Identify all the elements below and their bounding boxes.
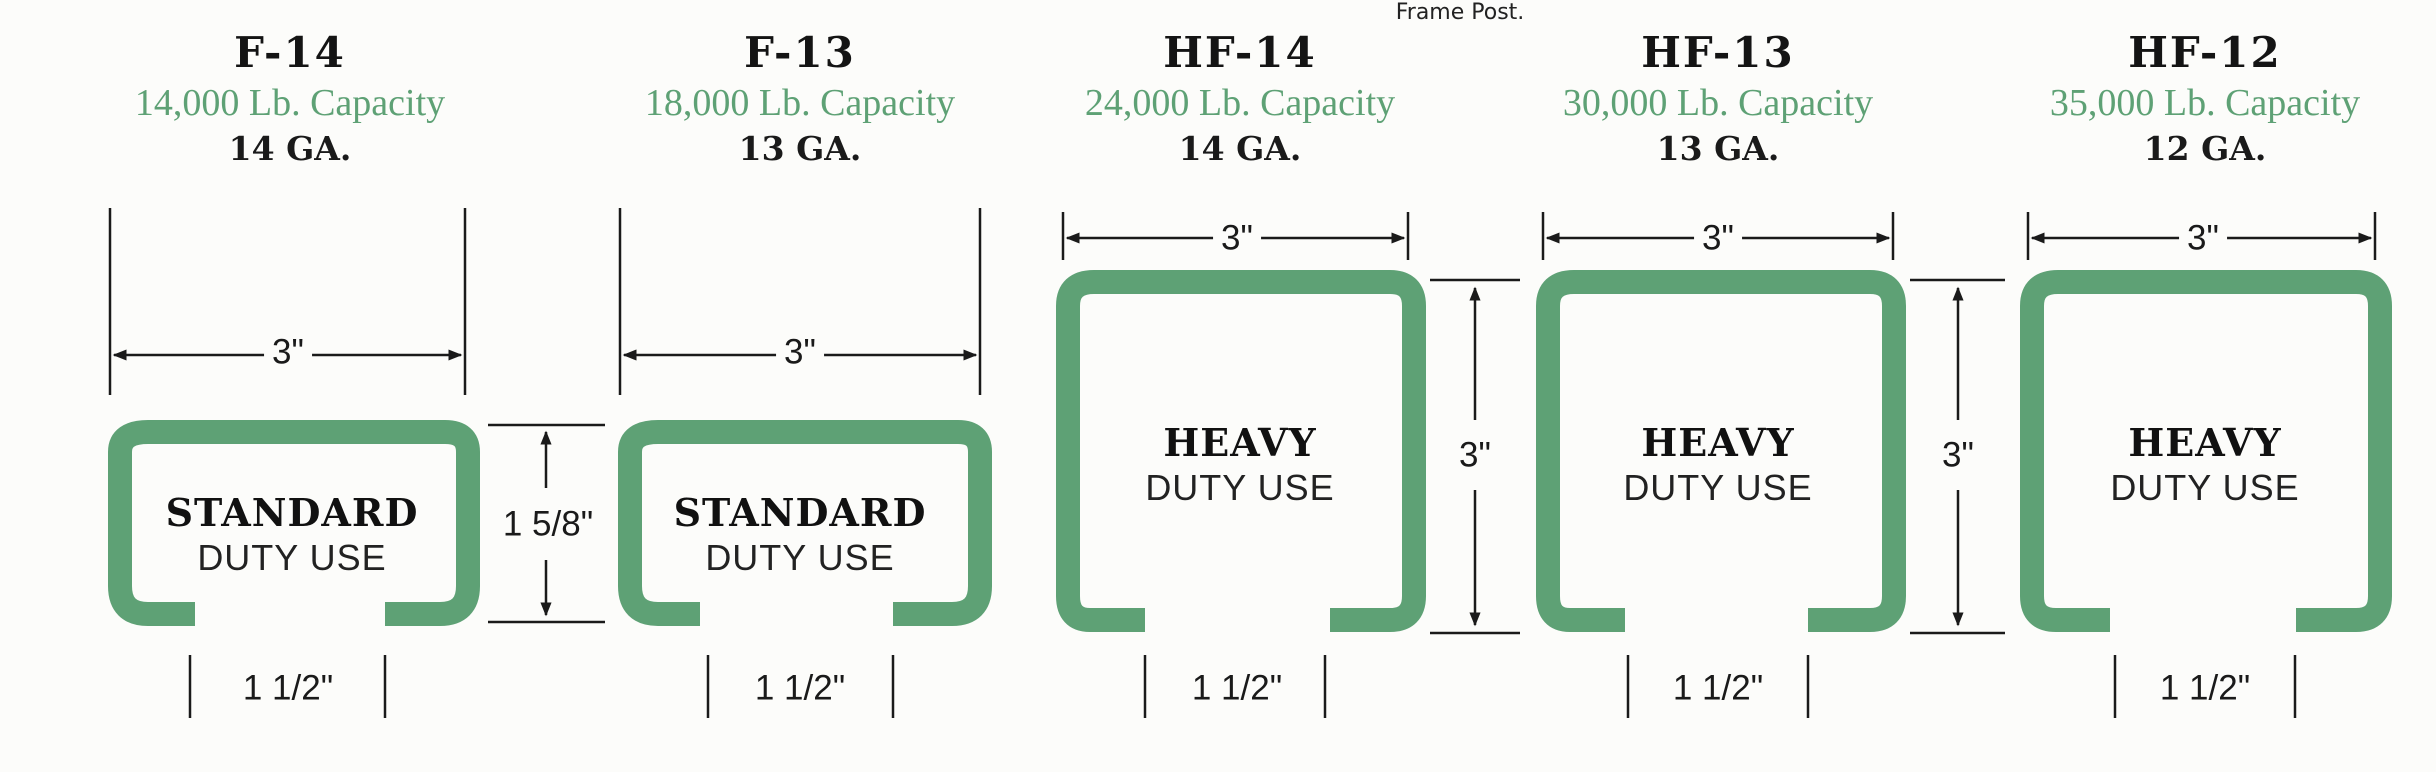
width-label: 3" <box>2179 220 2227 256</box>
duty-main: HEAVY <box>1641 420 1795 466</box>
opening-label: 1 1/2" <box>1191 668 1283 708</box>
post-header-f14: F-14 14,000 Lb. Capacity 14 GA. <box>90 28 490 168</box>
opening-label: 1 1/2" <box>242 668 334 708</box>
duty-sub: DUTY USE <box>1145 467 1335 509</box>
height-dim-heavy-1 <box>1430 278 1520 635</box>
duty-sub: DUTY USE <box>197 537 387 579</box>
duty-main: STANDARD <box>673 490 927 536</box>
model-name: HF-13 <box>1641 28 1795 77</box>
gauge-text: 14 GA. <box>228 129 352 168</box>
post-header-hf14: HF-14 24,000 Lb. Capacity 14 GA. <box>1040 28 1440 168</box>
profile-f14 <box>108 208 480 718</box>
channel-profile <box>108 420 480 626</box>
model-name: HF-12 <box>2128 28 2282 77</box>
gauge-text: 13 GA. <box>738 129 862 168</box>
duty-label-hf12: HEAVY DUTY USE <box>2110 423 2299 507</box>
capacity-text: 14,000 Lb. Capacity <box>134 82 446 124</box>
duty-label-hf13: HEAVY DUTY USE <box>1623 423 1812 507</box>
channel-profile <box>1536 270 1906 632</box>
duty-main: HEAVY <box>2128 420 2282 466</box>
duty-sub: DUTY USE <box>705 537 895 579</box>
model-name: F-13 <box>744 28 856 77</box>
duty-main: HEAVY <box>1163 420 1317 466</box>
gauge-text: 13 GA. <box>1656 129 1780 168</box>
post-header-hf13: HF-13 30,000 Lb. Capacity 13 GA. <box>1518 28 1918 168</box>
opening-label: 1 1/2" <box>1672 668 1764 708</box>
height-label-heavy-1: 3" <box>1459 435 1491 475</box>
channel-profile <box>1056 270 1426 632</box>
height-label-heavy-2: 3" <box>1942 435 1974 475</box>
duty-label-f14: STANDARD DUTY USE <box>166 493 419 577</box>
capacity-text: 18,000 Lb. Capacity <box>644 82 956 124</box>
height-dim-standard <box>488 423 605 624</box>
duty-label-hf14: HEAVY DUTY USE <box>1145 423 1334 507</box>
width-label: 3" <box>264 334 312 370</box>
width-label: 3" <box>1213 220 1261 256</box>
channel-profile <box>2020 270 2392 632</box>
duty-sub: DUTY USE <box>2110 467 2300 509</box>
height-dim-heavy-2 <box>1910 278 2005 635</box>
channel-profile <box>618 420 992 626</box>
width-label: 3" <box>776 334 824 370</box>
height-label-standard: 1 5/8" <box>502 504 594 544</box>
duty-main: STANDARD <box>165 490 419 536</box>
duty-sub: DUTY USE <box>1623 467 1813 509</box>
opening-label: 1 1/2" <box>2159 668 2251 708</box>
capacity-text: 24,000 Lb. Capacity <box>1084 82 1396 124</box>
opening-label: 1 1/2" <box>754 668 846 708</box>
capacity-text: 30,000 Lb. Capacity <box>1562 82 1874 124</box>
duty-label-f13: STANDARD DUTY USE <box>674 493 927 577</box>
capacity-text: 35,000 Lb. Capacity <box>2049 82 2361 124</box>
diagram-caption: Frame Post. <box>1395 0 1525 25</box>
model-name: HF-14 <box>1163 28 1317 77</box>
profile-f13 <box>618 208 992 718</box>
model-name: F-14 <box>234 28 346 77</box>
width-label: 3" <box>1694 220 1742 256</box>
post-header-f13: F-13 18,000 Lb. Capacity 13 GA. <box>600 28 1000 168</box>
gauge-text: 12 GA. <box>2143 129 2267 168</box>
gauge-text: 14 GA. <box>1178 129 1302 168</box>
post-header-hf12: HF-12 35,000 Lb. Capacity 12 GA. <box>2005 28 2405 168</box>
